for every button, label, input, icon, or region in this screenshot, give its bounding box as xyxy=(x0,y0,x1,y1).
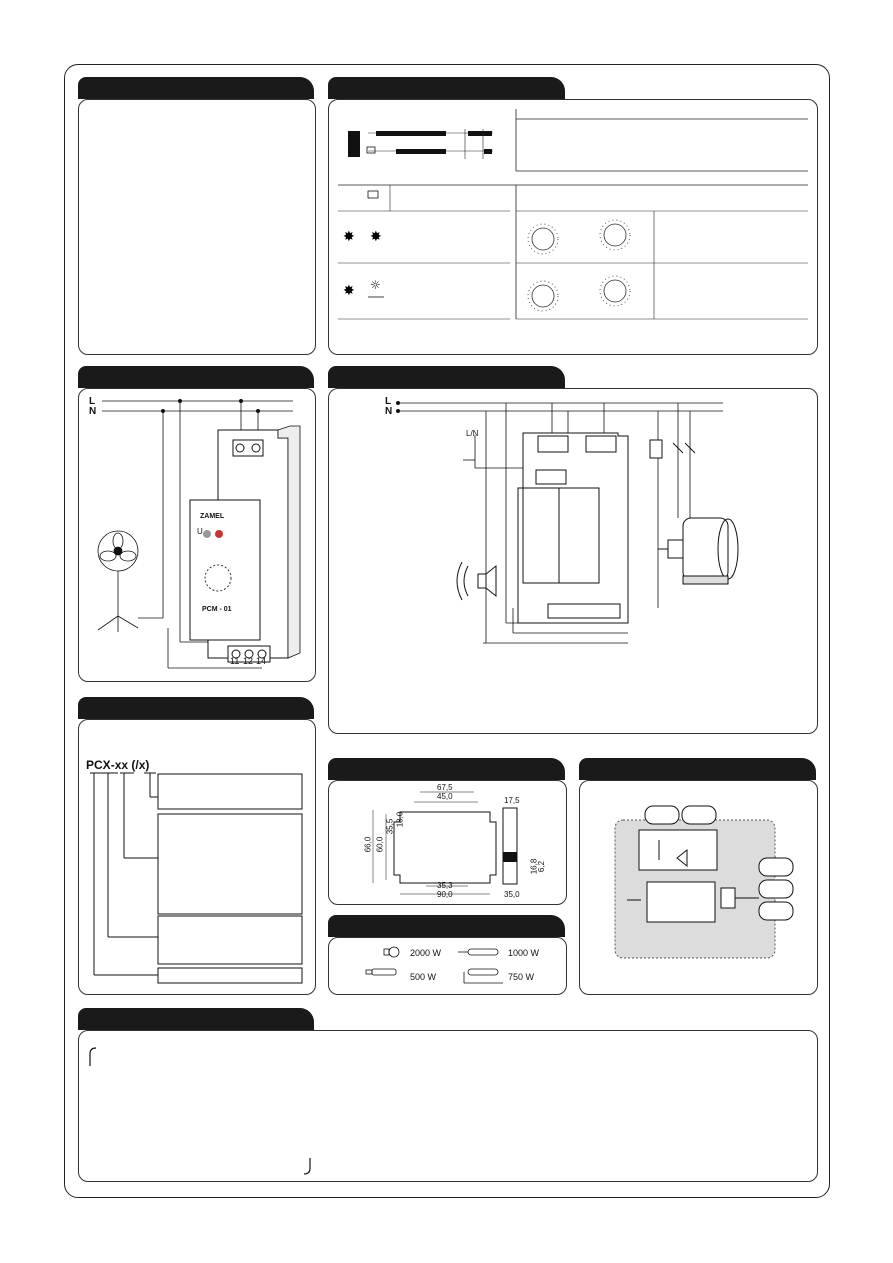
section-tab-notes xyxy=(78,1008,314,1030)
product-code-xx: xx xyxy=(114,758,129,772)
terminal-14: 14 xyxy=(256,656,267,666)
dim-width-top-outer: 67,5 xyxy=(437,783,453,792)
load-icons xyxy=(365,946,503,984)
device-model: PCM - 01 xyxy=(202,606,232,613)
load-value-bulb: 2000 W xyxy=(410,948,442,958)
terminal-11: 11 xyxy=(230,656,240,666)
dim-depth-bottom: 90,0 xyxy=(437,890,453,899)
bulb-icon xyxy=(383,946,400,958)
fluorescent-tube-icon xyxy=(458,948,499,956)
product-code: PCX-xx (/x) xyxy=(86,758,149,772)
product-code-diagram xyxy=(90,772,303,984)
knob-icon xyxy=(603,279,627,303)
knob-icon xyxy=(531,284,555,308)
dim-height-upper: 35,5 xyxy=(385,818,395,835)
compensated-fluorescent-icon xyxy=(463,968,503,984)
dim-height-step: 18,0 xyxy=(395,811,405,828)
dim-module-width: 17,5 xyxy=(504,796,520,805)
wiring-example-diagram xyxy=(396,401,739,644)
description-panel xyxy=(78,99,316,355)
dim-height-total: 66,0 xyxy=(363,836,373,853)
led-on-icon: ✸ xyxy=(343,229,355,245)
dim-height-body: 60,0 xyxy=(375,836,385,853)
notes-brackets xyxy=(89,1047,311,1175)
section-tab-description xyxy=(78,77,314,99)
dim-side-b: 6,2 xyxy=(537,860,547,873)
knob-icon xyxy=(603,223,627,247)
section-tab-dimensions xyxy=(328,758,565,780)
led-on-icon: ✸ xyxy=(343,283,355,299)
section-tab-ordering xyxy=(78,697,314,719)
product-code-dash: - xyxy=(110,758,115,772)
section-tab-wiring-example xyxy=(328,366,565,388)
line-n-label: N xyxy=(89,406,97,417)
relay-icon xyxy=(366,146,376,154)
halogen-lamp-icon xyxy=(365,968,397,976)
line-l-label: L xyxy=(89,396,96,407)
section-tab-block-diagram xyxy=(579,758,816,780)
knob-icon xyxy=(531,227,555,251)
notes-panel xyxy=(78,1030,818,1182)
supply-block xyxy=(348,131,360,157)
relay-icon xyxy=(367,190,379,199)
product-code-suffix: (/x) xyxy=(131,758,150,772)
wiring-diagram xyxy=(97,399,301,669)
load-value-compensated: 750 W xyxy=(508,972,535,982)
line-l-label-2: L xyxy=(385,396,392,407)
function-panel xyxy=(328,99,818,355)
section-tab-function xyxy=(328,77,565,99)
led-blink-icon: ☼ xyxy=(370,278,381,292)
load-value-halogen: 500 W xyxy=(410,972,437,982)
section-tab-wiring xyxy=(78,366,314,388)
product-code-prefix: PCX xyxy=(86,758,111,772)
loads-panel xyxy=(328,937,567,995)
dim-width-top-inner: 45,0 xyxy=(437,792,453,801)
page-frame xyxy=(64,64,830,1198)
line-n-label-2: N xyxy=(385,406,393,417)
fan-icon xyxy=(97,530,139,632)
block-diagram xyxy=(614,805,794,959)
dim-depth-bottom-inner: 35,3 xyxy=(437,881,453,890)
led-on-icon: ✸ xyxy=(370,229,382,245)
device-u-label: U xyxy=(197,527,203,536)
section-tab-loads xyxy=(328,915,565,937)
dim-module-base: 35,0 xyxy=(504,890,520,899)
terminal-12: 12 xyxy=(243,656,254,666)
speaker-icon xyxy=(456,561,497,601)
load-value-fluorescent: 1000 W xyxy=(508,948,540,958)
motor-icon xyxy=(658,517,739,585)
ln-label: L/N xyxy=(466,429,479,438)
device-brand: ZAMEL xyxy=(200,513,225,520)
dimension-drawing xyxy=(372,791,518,895)
timing-diagram: ✸ ✸ ✸ ☼ xyxy=(338,109,808,320)
